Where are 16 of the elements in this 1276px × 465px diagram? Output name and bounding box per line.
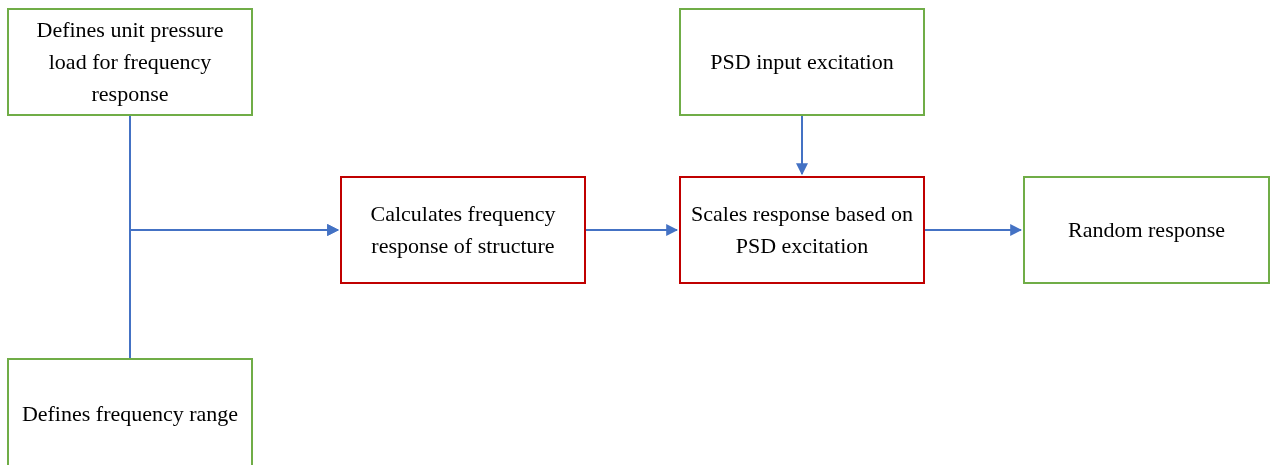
box-label: PSD input excitation (710, 48, 894, 76)
arrow (585, 224, 679, 236)
box-label: Defines unit pressure load for frequency response (35, 16, 225, 108)
box-label: Calculates frequency response of structure (369, 200, 557, 260)
process-box (340, 176, 586, 284)
process-box (1023, 176, 1270, 284)
box-label: Defines frequency range (21, 400, 239, 428)
arrow (796, 115, 808, 176)
box-label: Random response (1068, 216, 1225, 244)
arrow (924, 224, 1023, 236)
process-box (7, 8, 253, 116)
process-box (679, 176, 925, 284)
process-box (679, 8, 925, 116)
arrow (129, 224, 340, 359)
box-label: Scales response based on PSD excitation (690, 200, 914, 260)
process-box (7, 358, 253, 465)
